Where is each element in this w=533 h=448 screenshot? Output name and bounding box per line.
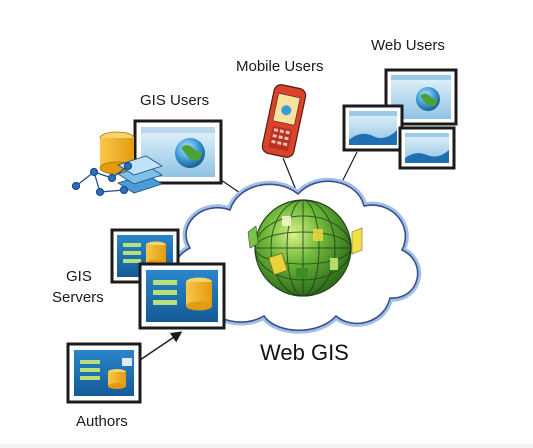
gis-servers-label-line1: GIS	[66, 268, 92, 285]
mobile-users-label: Mobile Users	[236, 58, 324, 75]
web-users-group	[342, 68, 458, 170]
monitor-icon	[342, 104, 404, 152]
gis-servers-label-line2: Servers	[52, 289, 104, 306]
web-gis-label: Web GIS	[260, 340, 349, 365]
gis-users-label: GIS Users	[140, 92, 210, 109]
gis-users-group	[71, 119, 223, 197]
mobile-phone-icon	[261, 84, 307, 158]
server-icon	[138, 262, 226, 330]
authors-monitor-icon	[66, 342, 142, 404]
web-users-label: Web Users	[371, 37, 445, 54]
arrow-icon	[139, 331, 183, 361]
network-nodes-icon	[71, 161, 133, 197]
monitor-icon	[398, 126, 456, 170]
monitor-icon	[384, 68, 458, 126]
bottom-divider	[0, 444, 533, 448]
globe-icon	[247, 199, 363, 297]
layers-icon	[117, 155, 163, 194]
authors-label: Authors	[76, 413, 128, 430]
